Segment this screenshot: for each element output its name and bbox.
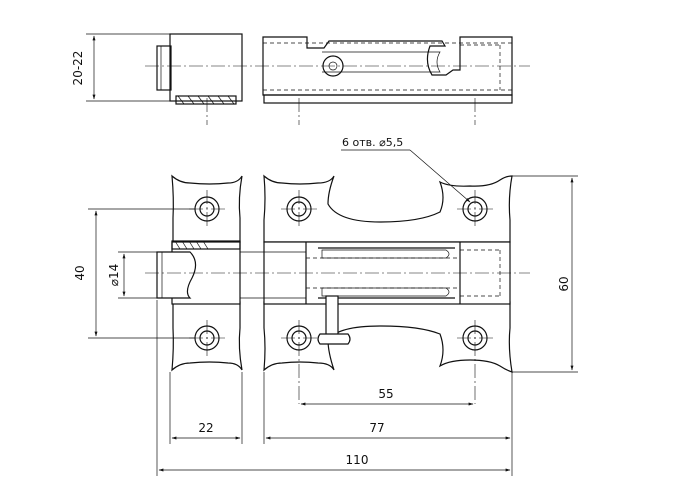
dim-pitch-55: 55 [378, 387, 393, 401]
left-bracket-block [169, 33, 243, 102]
bolt-knob [156, 45, 172, 91]
dim-holes-note: 6 отв. ⌀5,5 [342, 136, 403, 149]
front-view [145, 174, 530, 404]
right-bracket-upper [263, 174, 513, 243]
dim-height-60: 60 [557, 276, 571, 291]
handle-pin [325, 295, 339, 337]
dim-diameter-14: ⌀14 [107, 264, 121, 287]
handle-head [317, 333, 351, 345]
dim-width-77: 77 [369, 421, 384, 435]
dimensions: 6 отв. ⌀5,5 40 ⌀14 60 55 22 77 110 [73, 136, 578, 476]
dim-width-22: 22 [198, 421, 213, 435]
dim-height-top: 20-22 [71, 51, 85, 86]
main-housing [262, 36, 513, 96]
bolt-rod [156, 251, 197, 299]
left-bracket-lower [171, 301, 243, 372]
dim-width-110: 110 [346, 453, 369, 467]
top-view: 20-22 [71, 33, 530, 125]
dim-spacing-40: 40 [73, 265, 87, 280]
